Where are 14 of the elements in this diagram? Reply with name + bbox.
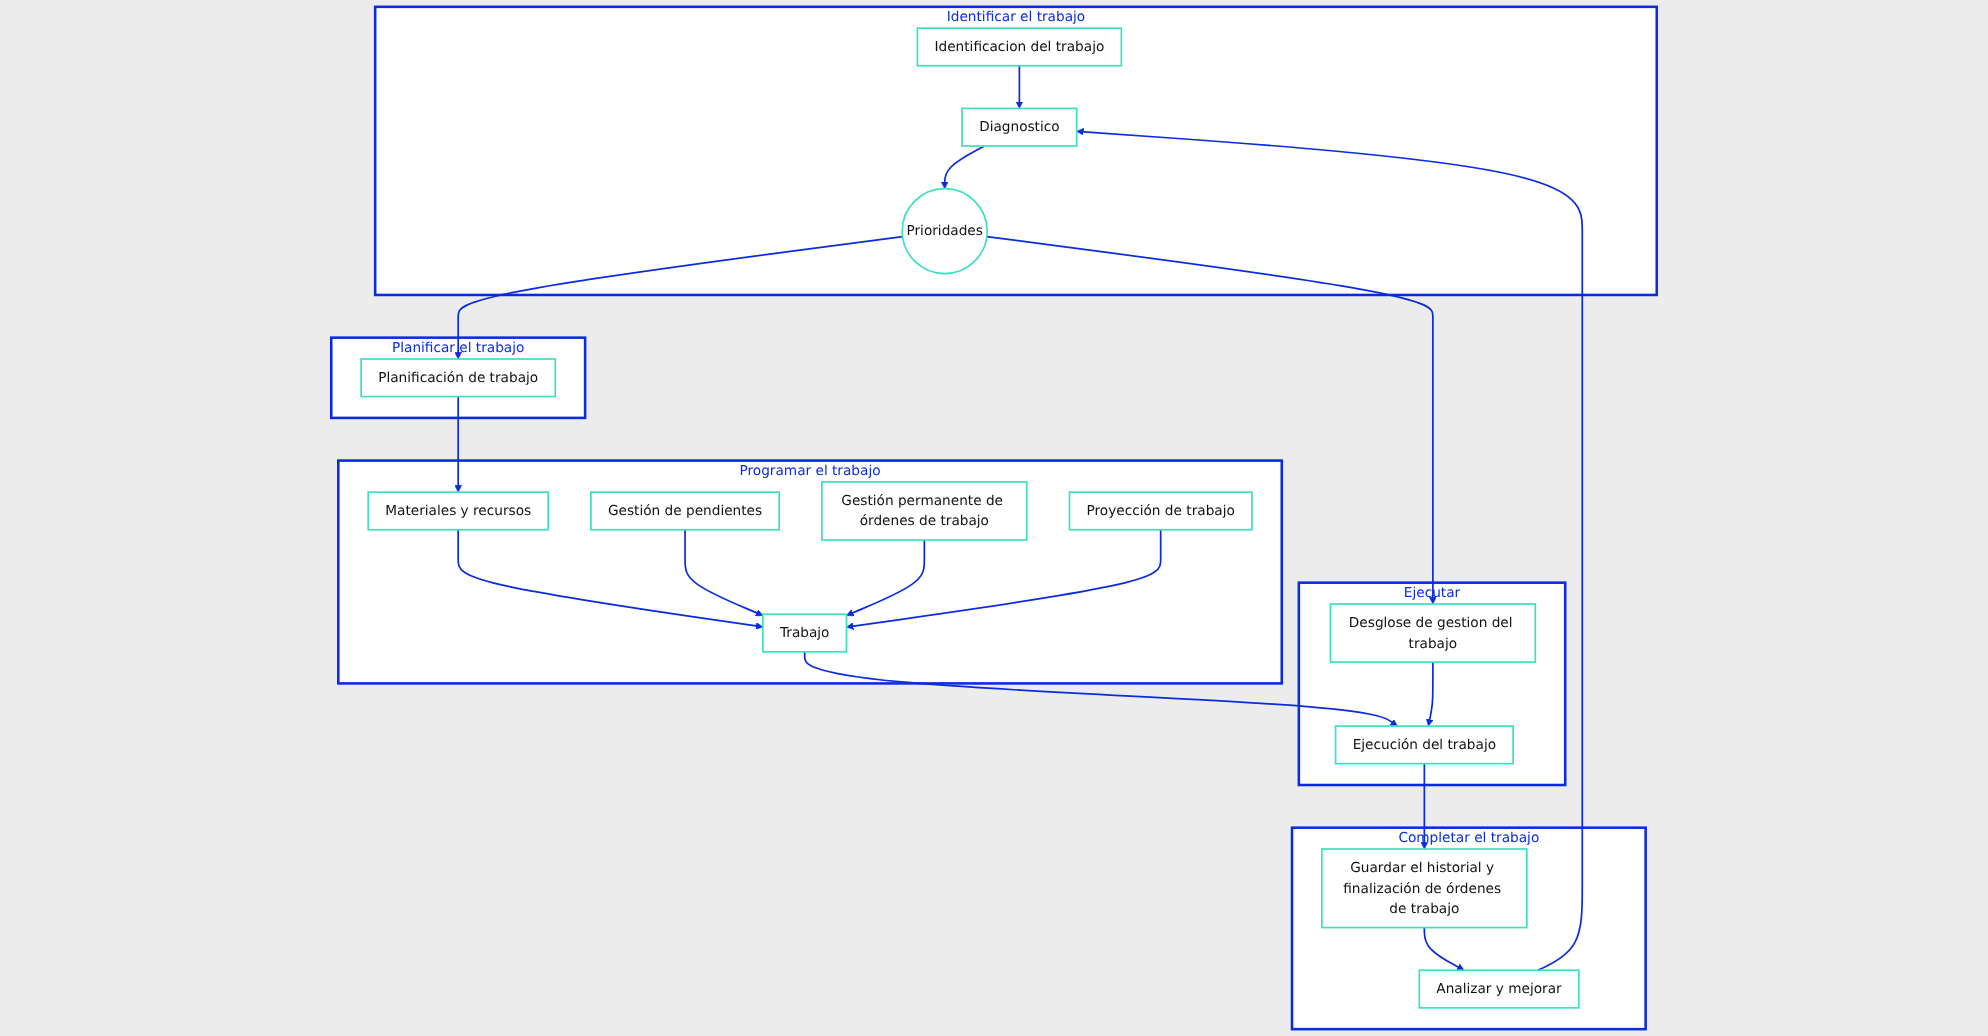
arrow xyxy=(454,395,462,493)
arrow xyxy=(1426,661,1434,727)
arrow xyxy=(985,235,1437,605)
arrow xyxy=(1423,926,1465,971)
arrow xyxy=(846,539,926,617)
arrow xyxy=(846,528,1162,630)
arrow xyxy=(454,235,904,360)
arrow xyxy=(1015,64,1024,109)
arrow xyxy=(1076,128,1584,972)
arrow xyxy=(684,528,764,617)
arrow xyxy=(457,528,764,630)
arrow xyxy=(1420,762,1429,850)
arrow xyxy=(803,650,1398,727)
arrow xyxy=(940,145,986,189)
